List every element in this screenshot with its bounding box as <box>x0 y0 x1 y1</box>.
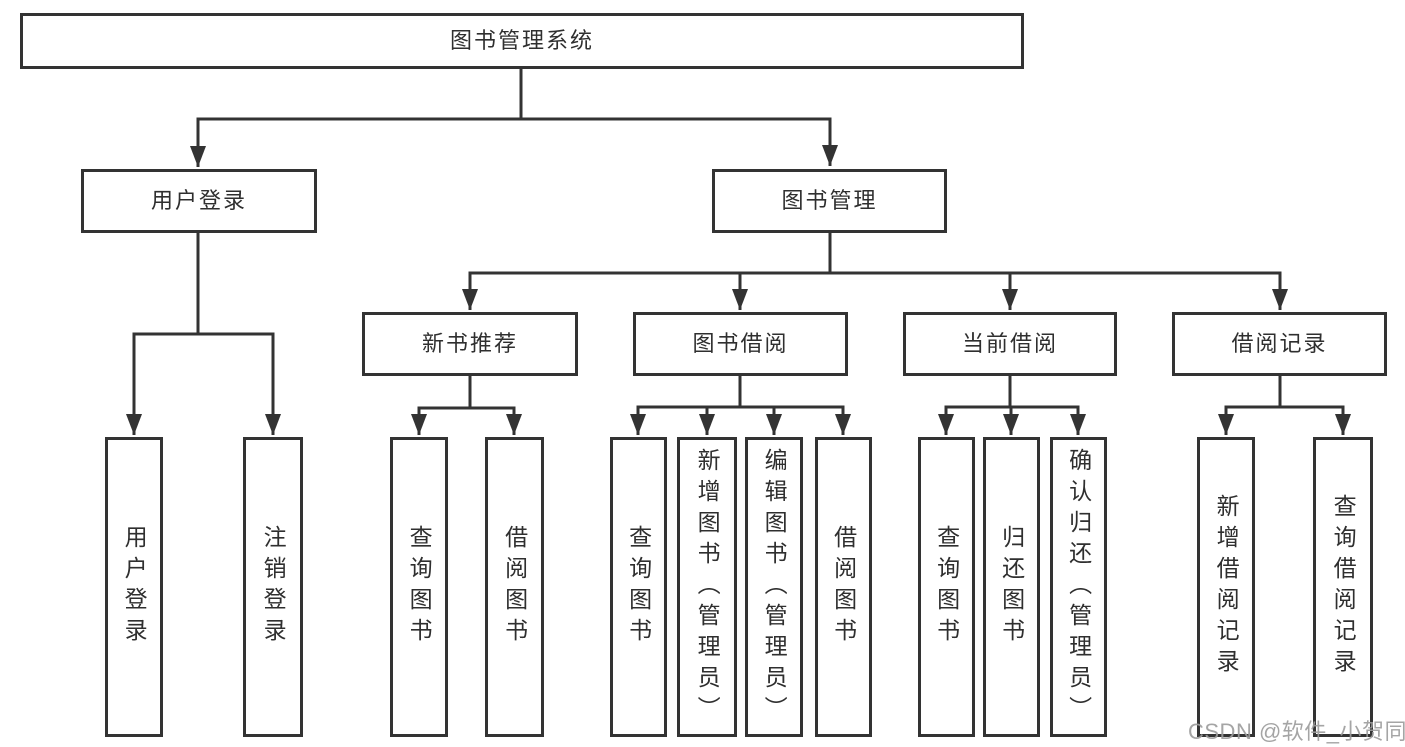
node-add-borrow-record: 新增借阅记录 <box>1197 437 1255 737</box>
node-label: 借阅图书 <box>830 525 857 649</box>
node-label: 借阅记录 <box>1231 331 1328 356</box>
node-label: 查询图书 <box>933 525 960 649</box>
node-logout: 注销登录 <box>243 437 303 737</box>
node-borrowing-records: 借阅记录 <box>1172 312 1387 376</box>
node-label: 新书推荐 <box>421 331 518 356</box>
node-query-books-recommend: 查询图书 <box>390 437 448 737</box>
node-label: 图书管理 <box>781 188 878 213</box>
node-query-borrow-record: 查询借阅记录 <box>1313 437 1373 737</box>
node-edit-books-admin: 编辑图书（管理员） <box>745 437 803 737</box>
node-book-borrowing: 图书借阅 <box>633 312 848 376</box>
node-return-books: 归还图书 <box>983 437 1040 737</box>
node-label: 图书管理系统 <box>449 28 594 53</box>
node-add-books-admin: 新增图书（管理员） <box>677 437 737 737</box>
node-confirm-return-admin: 确认归还（管理员） <box>1050 437 1107 737</box>
node-label: 编辑图书（管理员） <box>761 447 788 727</box>
node-query-books-current: 查询图书 <box>918 437 975 737</box>
node-label: 查询图书 <box>625 525 652 649</box>
node-query-books-borrowing: 查询图书 <box>610 437 667 737</box>
node-label: 注销登录 <box>260 525 287 649</box>
node-login: 用户登录 <box>105 437 163 737</box>
node-label: 新增借阅记录 <box>1213 494 1240 680</box>
node-label: 用户登录 <box>121 525 148 649</box>
node-book-management: 图书管理 <box>712 169 947 233</box>
watermark: CSDN @软件_小贺同学 <box>1188 719 1405 744</box>
node-user-login: 用户登录 <box>81 169 317 233</box>
node-label: 图书借阅 <box>692 331 789 356</box>
node-borrow-books: 借阅图书 <box>815 437 872 737</box>
node-current-borrowing: 当前借阅 <box>903 312 1117 376</box>
node-label: 查询借阅记录 <box>1330 494 1357 680</box>
node-root: 图书管理系统 <box>20 13 1024 69</box>
node-label: 查询图书 <box>406 525 433 649</box>
node-label: 当前借阅 <box>961 331 1058 356</box>
node-label: 借阅图书 <box>501 525 528 649</box>
node-new-book-recommend: 新书推荐 <box>362 312 578 376</box>
node-borrow-books-recommend: 借阅图书 <box>485 437 544 737</box>
node-label: 用户登录 <box>150 188 247 213</box>
node-label: 归还图书 <box>998 525 1025 649</box>
node-label: 确认归还（管理员） <box>1065 447 1092 727</box>
node-label: 新增图书（管理员） <box>694 447 721 727</box>
